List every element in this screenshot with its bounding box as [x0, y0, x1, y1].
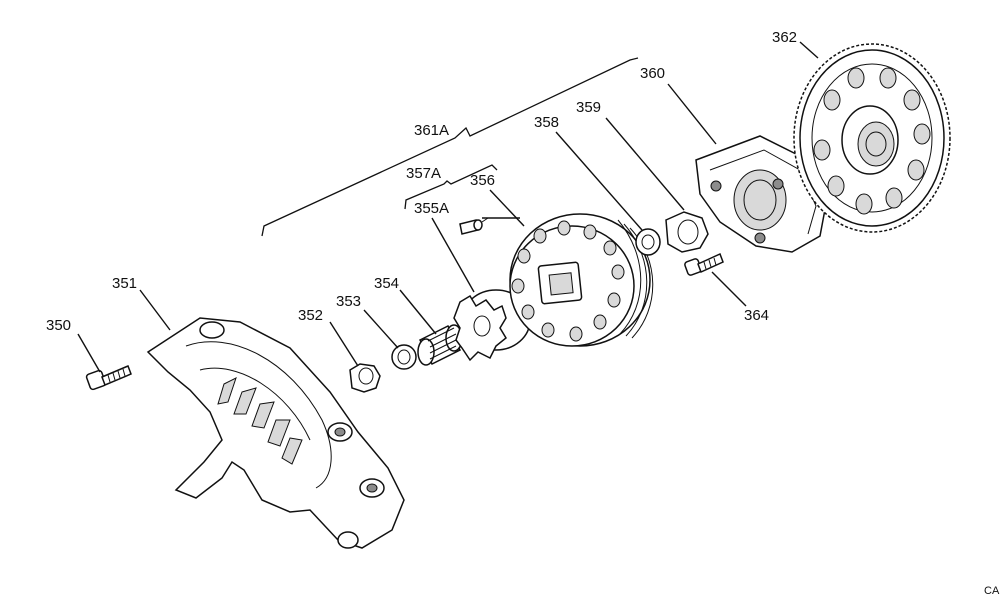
- callout-354: 354: [374, 275, 399, 292]
- callout-358: 358: [534, 114, 559, 131]
- corner-code: CA: [984, 585, 1000, 594]
- needle-bearing-354: [417, 324, 463, 366]
- bolt-364: [684, 252, 724, 276]
- washer-353: [391, 344, 417, 370]
- screw-355A: [459, 217, 489, 235]
- callout-351: 351: [112, 275, 137, 292]
- clutch-shoes-360: [695, 135, 827, 253]
- callout-355A: 355A: [414, 200, 449, 217]
- callout-364: 364: [744, 307, 769, 324]
- washer-358: [635, 228, 661, 256]
- leader-352: [329, 321, 359, 367]
- leader-350: [77, 333, 101, 373]
- leader-364: [711, 271, 747, 307]
- leader-360: [667, 83, 717, 145]
- leader-354: [399, 289, 437, 335]
- callout-353: 353: [336, 293, 361, 310]
- leader-351: [139, 289, 171, 331]
- nut-359: [665, 211, 709, 253]
- callout-360: 360: [640, 65, 665, 82]
- callout-350: 350: [46, 317, 71, 334]
- callout-361A: 361A: [414, 122, 449, 139]
- leader-356: [489, 189, 525, 227]
- leader-353: [363, 309, 399, 349]
- bracket-361A: [261, 57, 639, 237]
- callout-352: 352: [298, 307, 323, 324]
- leader-362: [799, 41, 819, 59]
- bolt-350: [85, 365, 132, 391]
- clutch-cover-351: [146, 317, 405, 549]
- callout-356: 356: [470, 172, 495, 189]
- spur-gear-362: [793, 43, 951, 233]
- callout-357A: 357A: [406, 165, 441, 182]
- callout-362: 362: [772, 29, 797, 46]
- leader-355A: [431, 217, 475, 293]
- callout-359: 359: [576, 99, 601, 116]
- leader-358: [555, 131, 643, 231]
- nut-352: [349, 363, 381, 393]
- clutch-drum-356: [509, 213, 654, 347]
- bracket-357A: [404, 164, 498, 210]
- leader-359: [605, 117, 685, 211]
